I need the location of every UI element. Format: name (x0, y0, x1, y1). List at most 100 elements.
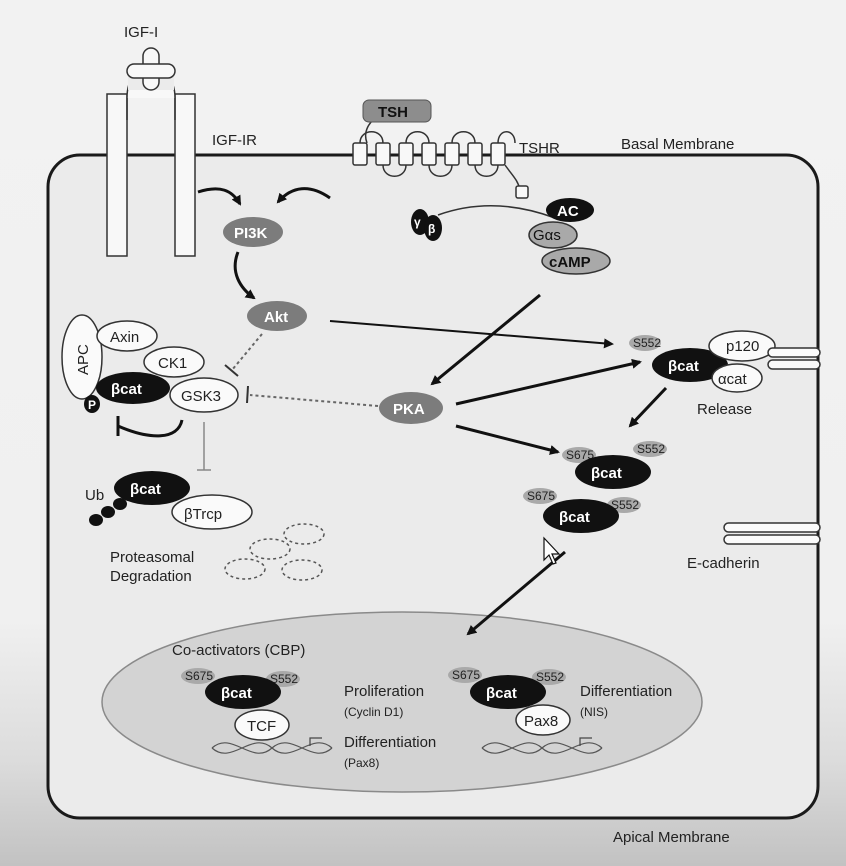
ecadherin-bars (723, 522, 821, 545)
p120-label: p120 (726, 338, 759, 355)
arrow-akt-to-junction (329, 320, 614, 349)
pax8-label: Pax8 (524, 713, 558, 730)
bcat-nuc-right-node (470, 675, 546, 709)
beta-subunit (424, 215, 442, 241)
pka-node (379, 392, 443, 424)
axin-label: Axin (110, 329, 139, 346)
bcat-top-node (575, 455, 651, 489)
s675-bottom-label: S675 (527, 489, 555, 503)
acat-node (711, 363, 763, 393)
gsk3-label: GSK3 (181, 388, 221, 405)
inhibition-akt-gsk3 (224, 333, 263, 377)
arrow-to-nucleus (466, 550, 566, 636)
bcat-bottom-node (543, 499, 619, 533)
bcat-degradation-label: βcat (130, 481, 161, 498)
s552-nuc-right-site (532, 669, 566, 685)
differentiation-right-label: Differentiation (580, 683, 672, 700)
dna-right (481, 737, 603, 754)
gamma-label: γ (414, 215, 421, 229)
arrow-igf-to-pi3k-right (276, 187, 331, 204)
s675-nuc-left-site (181, 668, 215, 684)
akt-label: Akt (264, 309, 288, 326)
nucleus (101, 611, 703, 793)
differentiation-left-label: Differentiation (344, 734, 436, 751)
nis-label: (NIS) (580, 705, 608, 719)
arrow-pi3k-to-akt (233, 251, 256, 300)
ecadherin-label: E-cadherin (687, 555, 760, 572)
degradation-label-2: Degradation (110, 568, 192, 585)
proliferation-label: Proliferation (344, 683, 424, 700)
ac-label: AC (557, 203, 579, 220)
s675-top-site (562, 447, 596, 463)
bcat-top-label: βcat (591, 465, 622, 482)
tcf-node (234, 709, 290, 741)
s552-junction-label: S552 (633, 336, 661, 350)
axin-node (96, 320, 158, 352)
ck1-label: CK1 (158, 355, 187, 372)
s552-bottom-label: S552 (611, 498, 639, 512)
galpha-s-label: Gαs (533, 227, 561, 244)
pka-label: PKA (393, 401, 425, 418)
degradation-label-1: Proteasomal (110, 549, 194, 566)
phospho-p-label: P (88, 398, 96, 412)
bcat-complex-label: βcat (111, 381, 142, 398)
arrow-camp-to-pka (430, 293, 541, 386)
acat-label: αcat (718, 371, 748, 388)
phosphorylation-loop (116, 416, 184, 438)
s675-nuc-right-site (448, 667, 482, 683)
bcat-degradation-node (114, 471, 190, 505)
ub-chain-2 (101, 506, 115, 518)
bcat-nuc-left-label: βcat (221, 685, 252, 702)
camp (541, 247, 611, 275)
dna-left (211, 737, 333, 754)
gsk3-node (169, 377, 239, 413)
pi3k-node (223, 217, 283, 247)
s552-nuc-left-label: S552 (270, 672, 298, 686)
s675-nuc-left-label: S675 (185, 669, 213, 683)
phospho-p-node (84, 395, 100, 413)
tshr-receptor (352, 115, 529, 199)
beta-label: β (428, 222, 435, 236)
pi3k-label: PI3K (234, 225, 268, 242)
coactivators-label: Co-activators (CBP) (172, 642, 305, 659)
s552-junction-site (629, 335, 661, 351)
inhibition-pka-gsk3 (246, 385, 379, 407)
proteasome-fragments (224, 523, 325, 581)
ub-chain-3 (113, 498, 127, 510)
bcat-bottom-label: βcat (559, 509, 590, 526)
igf-receptor-label: IGF-IR (212, 132, 257, 149)
release-label: Release (697, 401, 752, 418)
igf-ligand (126, 47, 176, 91)
tcf-label: TCF (247, 718, 276, 735)
igf-ligand-label: IGF-I (124, 24, 158, 41)
s552-top-label: S552 (637, 442, 665, 456)
s552-nuc-right-label: S552 (536, 670, 564, 684)
inhibition-gsk3-degradation (197, 422, 211, 471)
pax8-node (515, 704, 571, 736)
ck1-node (143, 346, 205, 378)
bcat-complex-node (96, 372, 170, 404)
ub-chain-1 (89, 514, 103, 526)
bcat-junction-label: βcat (668, 358, 699, 375)
pax8-target-label: (Pax8) (344, 756, 379, 770)
tsh-ligand (362, 99, 432, 123)
bcat-nuc-right-label: βcat (486, 685, 517, 702)
s552-top-site (633, 441, 667, 457)
s675-nuc-right-label: S675 (452, 668, 480, 682)
ub-label: Ub (85, 487, 104, 504)
mouse-cursor-icon (543, 536, 561, 565)
akt-node (247, 301, 307, 331)
adenylyl-cyclase (546, 198, 594, 222)
adherens-junction-bars (767, 347, 821, 370)
tsh-label: TSH (378, 104, 408, 121)
camp-label: cAMP (549, 254, 591, 271)
cyclin-d1-label: (Cyclin D1) (344, 705, 403, 719)
galpha-s (528, 221, 578, 249)
gprotein-tether (437, 205, 556, 219)
arrow-pka-to-junction (455, 358, 642, 406)
arrow-release (628, 386, 668, 428)
bcat-nuc-left-node (205, 675, 281, 709)
apc-node (61, 314, 103, 400)
basal-membrane-label: Basal Membrane (621, 136, 734, 153)
